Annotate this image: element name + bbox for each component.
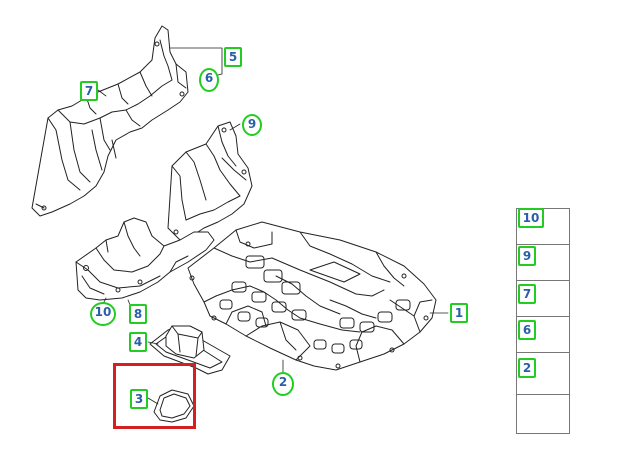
callout-7[interactable]: 7 <box>80 81 98 101</box>
callout-4[interactable]: 4 <box>129 332 147 352</box>
legend-callout-7[interactable]: 7 <box>518 284 536 304</box>
callout-3[interactable]: 3 <box>130 389 148 409</box>
legend-callout-6[interactable]: 6 <box>518 320 536 340</box>
lower-bracket <box>75 217 215 301</box>
legend-divider <box>516 394 570 395</box>
legend-divider <box>516 244 570 245</box>
callout-5[interactable]: 5 <box>224 47 242 67</box>
underbody-shield <box>187 221 437 371</box>
legend-callout-10[interactable]: 10 <box>518 208 544 228</box>
legend-callout-9[interactable]: 9 <box>518 246 536 266</box>
legend-divider <box>516 280 570 281</box>
callout-9[interactable]: 9 <box>242 114 262 136</box>
upper-heat-shield <box>31 25 189 217</box>
middle-heat-shield <box>167 121 253 241</box>
callout-2[interactable]: 2 <box>272 372 294 396</box>
legend-divider <box>516 316 570 317</box>
callout-10[interactable]: 10 <box>90 302 116 326</box>
legend-callout-2[interactable]: 2 <box>518 358 536 378</box>
callout-8[interactable]: 8 <box>129 304 147 324</box>
rubber-block <box>165 325 205 359</box>
callout-1[interactable]: 1 <box>450 303 468 323</box>
legend-divider <box>516 352 570 353</box>
selection-highlight <box>113 363 196 429</box>
callout-6[interactable]: 6 <box>199 68 219 92</box>
